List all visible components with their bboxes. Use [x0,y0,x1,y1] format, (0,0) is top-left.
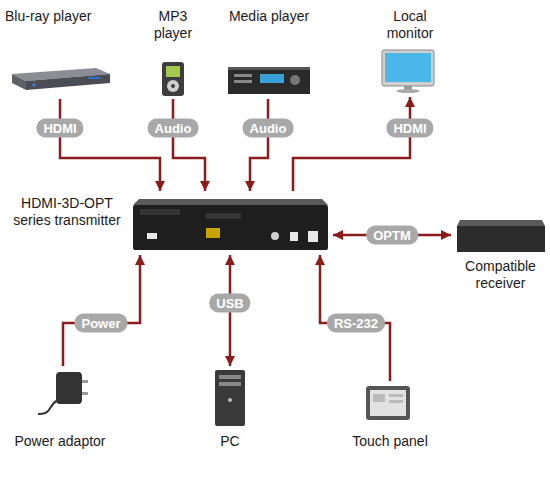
device-label: PC [190,433,270,450]
pc-icon [215,370,245,426]
power-adaptor-icon [38,372,88,414]
device-label: Compatible receiver [453,258,548,292]
device-node: Touch panel [340,383,440,456]
device-label: Power adaptor [8,433,112,450]
touch-panel-icon [366,386,410,420]
device-node: PC [190,368,270,456]
signal-connector [63,255,140,366]
media-player-icon [228,67,310,94]
signal-connector [60,99,160,191]
signal-label: USB [209,294,250,313]
signal-connector [173,99,205,191]
device-node: MP3 player [140,5,206,97]
signal-connector [250,99,268,191]
signal-connector [293,97,410,191]
device-label: Local monitor [370,8,450,42]
receiver-icon [457,220,545,252]
signal-connector [320,255,390,381]
device-label: Blu-ray player [5,8,117,25]
device-label: MP3 player [140,8,206,42]
device-node: Blu-ray player [5,5,117,97]
mp3-icon [162,62,184,96]
device-label: Touch panel [340,433,440,450]
signal-label: RS-232 [327,314,385,333]
signal-label: Audio [243,119,294,138]
bluray-icon [12,68,110,90]
signal-label: Power [74,314,127,333]
device-node: Local monitor [370,5,450,95]
device-node: Power adaptor [8,368,112,456]
signal-label: OPTM [366,226,418,245]
signal-label: HDMI [36,119,83,138]
monitor-icon [382,50,434,93]
transmitter-node: HDMI-3D-OPT series transmitter [3,193,331,253]
device-label: HDMI-3D-OPT series transmitter [3,195,131,229]
device-label: Media player [224,8,314,25]
signal-label: Audio [148,119,199,138]
transmitter-icon [133,199,328,250]
device-node: Compatible receiver [453,218,548,300]
device-node: Media player [224,5,314,97]
signal-label: HDMI [386,119,433,138]
